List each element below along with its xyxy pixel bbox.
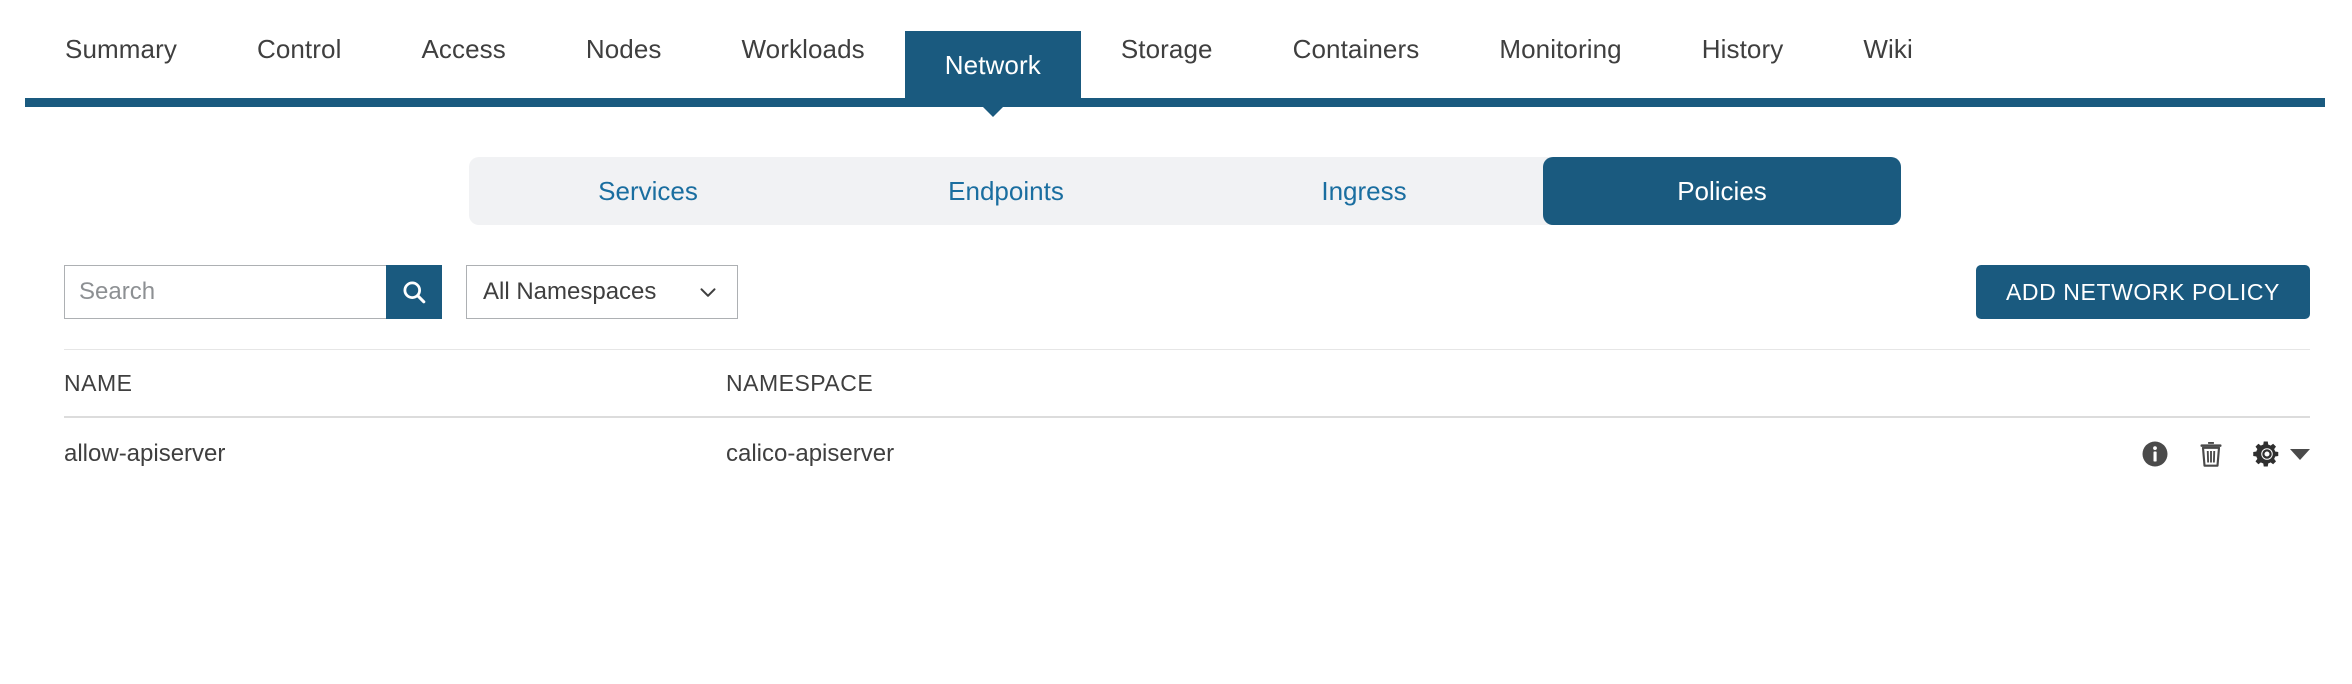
row-actions: [2100, 439, 2310, 469]
nav-tab-label: Network: [944, 50, 1041, 80]
table-top-divider: [64, 349, 2310, 350]
table-row[interactable]: allow-apiserver calico-apiserver: [64, 418, 2310, 490]
nav-tab-history[interactable]: History: [1662, 0, 1824, 99]
nav-tab-label: Wiki: [1863, 34, 1913, 64]
subtab-region: Services Endpoints Ingress Policies: [0, 107, 2352, 225]
gear-icon: [2253, 441, 2279, 467]
info-button[interactable]: [2140, 439, 2170, 469]
cell-policy-namespace: calico-apiserver: [726, 440, 895, 467]
column-header-namespace: NAMESPACE: [726, 369, 874, 396]
subtab-policies[interactable]: Policies: [1543, 157, 1901, 225]
nav-tab-wiki[interactable]: Wiki: [1823, 0, 1953, 99]
top-navigation: Summary Control Access Nodes Workloads N…: [0, 0, 2352, 117]
nav-tab-label: Storage: [1120, 34, 1213, 64]
nav-tab-control[interactable]: Control: [217, 0, 382, 99]
nav-tab-monitoring[interactable]: Monitoring: [1459, 0, 1661, 99]
trash-icon: [2200, 442, 2222, 467]
subtab-list: Services Endpoints Ingress Policies: [469, 157, 1901, 225]
subtab-endpoints[interactable]: Endpoints: [827, 157, 1185, 225]
toolbar: All Namespaces ADD NETWORK POLICY: [0, 265, 2352, 319]
column-header-name: NAME: [64, 369, 133, 396]
nav-tab-nodes[interactable]: Nodes: [546, 0, 702, 99]
chevron-down-icon: [700, 288, 716, 297]
chevron-down-icon: [2290, 448, 2310, 460]
nav-tab-label: Containers: [1292, 34, 1420, 64]
nav-tab-workloads[interactable]: Workloads: [702, 0, 905, 99]
subtab-label: Ingress: [1321, 175, 1407, 206]
subtab-label: Policies: [1677, 175, 1767, 206]
search-group: [64, 265, 442, 319]
nav-tab-label: History: [1701, 34, 1784, 64]
subtab-label: Endpoints: [948, 175, 1064, 206]
delete-button[interactable]: [2196, 439, 2226, 469]
search-button[interactable]: [386, 265, 442, 319]
nav-tab-access[interactable]: Access: [381, 0, 545, 99]
search-icon: [403, 281, 426, 304]
nav-tab-label: Nodes: [585, 34, 662, 64]
namespace-select-value: All Namespaces: [483, 278, 657, 305]
nav-tab-label: Summary: [65, 34, 177, 64]
nav-tab-containers[interactable]: Containers: [1253, 0, 1460, 99]
nav-underline-bar: [25, 98, 2325, 107]
search-input[interactable]: [64, 265, 386, 319]
nav-tab-label: Control: [256, 34, 342, 64]
nav-tab-label: Workloads: [741, 34, 865, 64]
nav-tab-label: Access: [421, 34, 506, 64]
table-header-row: NAME NAMESPACE: [64, 350, 2310, 418]
subtab-services[interactable]: Services: [469, 157, 827, 225]
nav-tab-summary[interactable]: Summary: [25, 0, 217, 99]
nav-tab-label: Monitoring: [1499, 34, 1622, 64]
nav-tab-storage[interactable]: Storage: [1081, 0, 1253, 99]
subtab-ingress[interactable]: Ingress: [1185, 157, 1543, 225]
nav-tab-network[interactable]: Network: [904, 31, 1081, 117]
info-icon: [2142, 441, 2168, 467]
settings-menu-button[interactable]: [2252, 439, 2310, 469]
namespace-select[interactable]: All Namespaces: [466, 265, 738, 319]
cell-policy-name: allow-apiserver: [64, 440, 226, 467]
top-nav-tab-list: Summary Control Access Nodes Workloads N…: [0, 0, 2352, 117]
add-network-policy-button[interactable]: ADD NETWORK POLICY: [1975, 265, 2310, 319]
subtab-label: Services: [598, 175, 698, 206]
policies-table: NAME NAMESPACE allow-apiserver calico-ap…: [0, 349, 2352, 490]
